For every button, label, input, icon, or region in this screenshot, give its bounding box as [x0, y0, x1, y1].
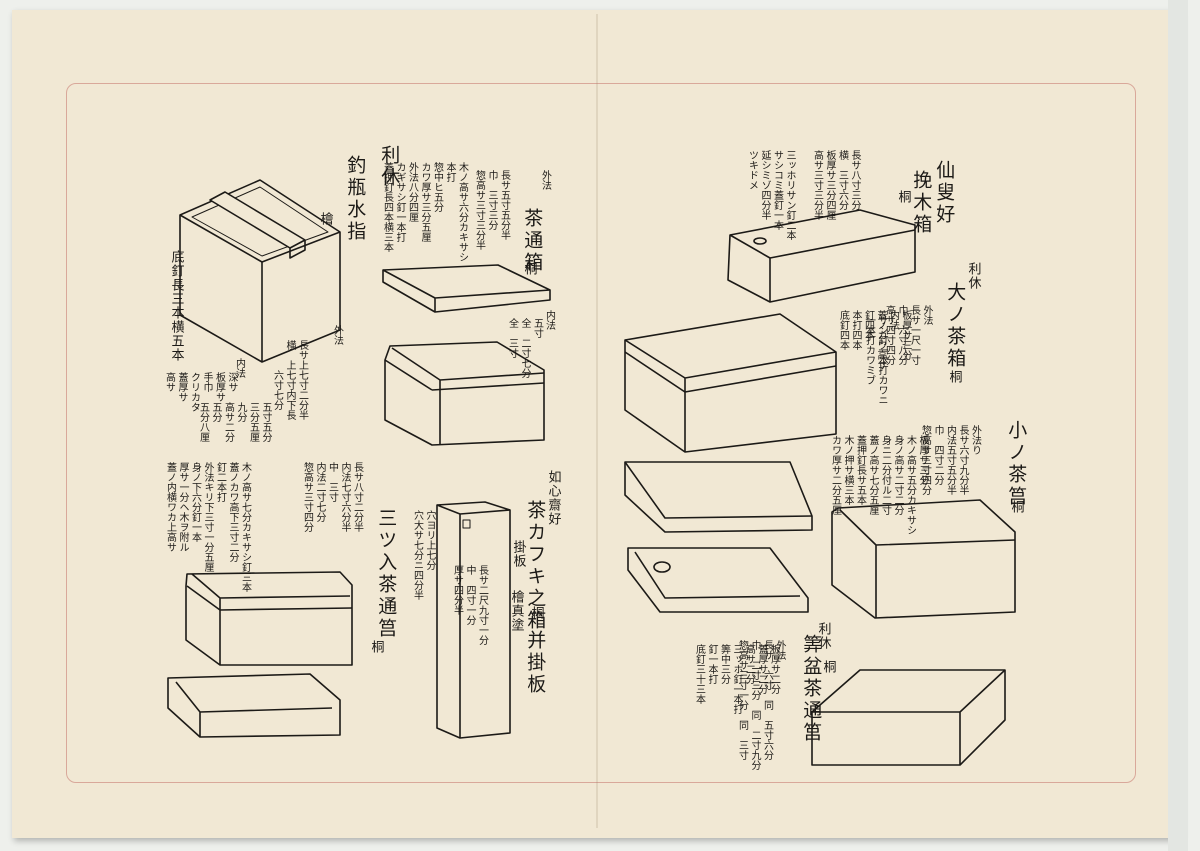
dai-chabako-drawing	[624, 313, 837, 453]
kochatsu-notes: 板厚サ三分 木ノ高サ五分カキサシ 身ノ高サ二寸二分 身ニ二分付ル二寸 蓋ノ高サ七…	[829, 435, 929, 535]
mizusashi-inner-label: 内法	[233, 358, 245, 378]
kochatsu-title: 小ノ茶筥	[1005, 420, 1028, 508]
kochatsu-material: 桐	[1008, 500, 1024, 514]
kochatsu-dims: 外法り 長サ六寸九分半 内法五寸五分半 巾 四寸二分 惣高サ三寸四分	[919, 425, 981, 495]
kakeita-title-suffix: 桐	[528, 606, 544, 620]
fuji-box-drawing	[811, 669, 1006, 766]
hikigi-title: 挽木箱	[910, 170, 933, 236]
daichabako-material: 桐	[946, 370, 962, 384]
kakeita-title: 茶カフキ之箱	[524, 500, 547, 632]
ko-chatsu-drawing	[624, 461, 1016, 619]
hikigi-box-drawing	[727, 209, 916, 303]
daichabako-title: 大ノ茶箱	[944, 282, 967, 370]
mizusashi-bottom-note: 底釘長三本横五本	[168, 250, 184, 362]
page-edge-shadow	[1168, 0, 1188, 851]
hikigi-material: 桐	[895, 190, 911, 204]
fuji-maker: 利休	[815, 622, 831, 650]
mizusashi-title: 釣瓶水指	[344, 155, 367, 243]
mizusashi-inner-values: 五寸五分 三分五厘 九分 高サ二分 五分 五分八厘	[197, 402, 272, 442]
chatsu-inner-label: 内法	[543, 310, 555, 330]
fuji-notes: 板厚サ二分 蓋厚サ二分 高サ二分 三ッホ釘一本打 筭中三分 釘一本打 底釘三十三…	[693, 644, 780, 714]
chatsu-notes: 木ノ高サ六分カキサシ 本打 惣中ヒ五分 カワ厚サ三分五厘 外法八分四厘 カギサシ…	[381, 162, 468, 262]
mitsuire-notes: 木ノ高サ七分カキサシ釘三本 蓋ノカワ高下三寸二分 釘二本打 外法キリ下三寸一分五…	[164, 462, 251, 592]
mitsuire-box-drawing	[167, 571, 353, 738]
book-gutter	[596, 14, 598, 828]
mizusashi-material: 檜	[317, 212, 333, 226]
chatsu-outer-dims: 長サ五寸五分半 巾 三寸三分 惣高サ三寸三分半	[473, 170, 510, 250]
fuji-title: 筭盆茶通筥	[800, 634, 823, 744]
hikigi-maker: 仙叟好	[933, 160, 956, 226]
fuji-material: 桐	[820, 660, 836, 674]
mitsuire-material: 桐	[368, 640, 384, 654]
chatsu-inner-dims: 五寸 全 二寸七分 全 三寸	[506, 318, 543, 378]
kakeita-dims: 長サ二尺九寸一分 中 四寸一分 厚サ四分半	[451, 565, 488, 645]
mizusashi-bucket-drawing	[179, 179, 341, 363]
daichabako-dims: 外法 長サ一尺一寸 巾 六寸八分 高サ四寸四分	[883, 305, 933, 365]
daichabako-maker: 利休	[965, 262, 981, 290]
chatsu-outer-label: 外法	[539, 170, 551, 190]
kakeita-sub-label: 掛板	[510, 540, 526, 568]
fuji-dims: 外法 長サ 六寸 同 五寸六分 巾 二寸三分 同 二寸九分 惣高サ三寸一分 同 …	[736, 640, 786, 770]
kakeita-hole-note: 穴ヨリ上七分 穴大サ七分ニ四分半	[411, 510, 436, 600]
chatsu-title: 茶通箱	[521, 208, 544, 274]
chatsu-material: 桐	[521, 262, 537, 276]
mizusashi-maker: 利休	[378, 145, 401, 189]
hikigi-dims: 長サ八寸三分 横 三寸六分 板厚サ三分四厘 高サ三寸三分半	[811, 150, 861, 220]
mitsuire-title: 三ツ入茶通筥	[375, 508, 398, 640]
chatsu-bako-drawing	[382, 264, 551, 446]
printed-border-frame	[66, 83, 1136, 783]
mizusashi-inner-dims: 深サ 板厚サ 手巾 クリカタ 蓋厚サ 高サ	[163, 372, 238, 412]
kakeita-maker: 如心齋好	[545, 470, 561, 526]
daichabako-notes: 板厚サ三分 内法 蓋ノカワ高サ 釘四本 本打四本 底釘四本	[837, 310, 912, 370]
mizusashi-outer-dims: 長サ上七寸二分半 横 上七寸内下長 六寸七分	[271, 340, 308, 420]
hikigi-notes: 三ッホリサン釘二本 サシコミ蓋釘一本 延シミゾ四分半 ツキドメ	[746, 150, 796, 240]
mizusashi-outer-label: 外法	[331, 325, 343, 345]
kakeita-sub2: 并掛板	[524, 630, 547, 696]
mitsuire-dims: 長サ八寸二分半 内法七寸六分半 中 三寸 内法二寸七分 惣高サ三寸四分	[301, 462, 363, 532]
book-page	[12, 10, 1180, 838]
kakeita-board-drawing	[436, 501, 511, 739]
daichabako-notes2: サン釘一本打カワニ 一本打カワミブ	[863, 315, 888, 405]
kakeita-coating: 檜真塗	[508, 590, 524, 632]
